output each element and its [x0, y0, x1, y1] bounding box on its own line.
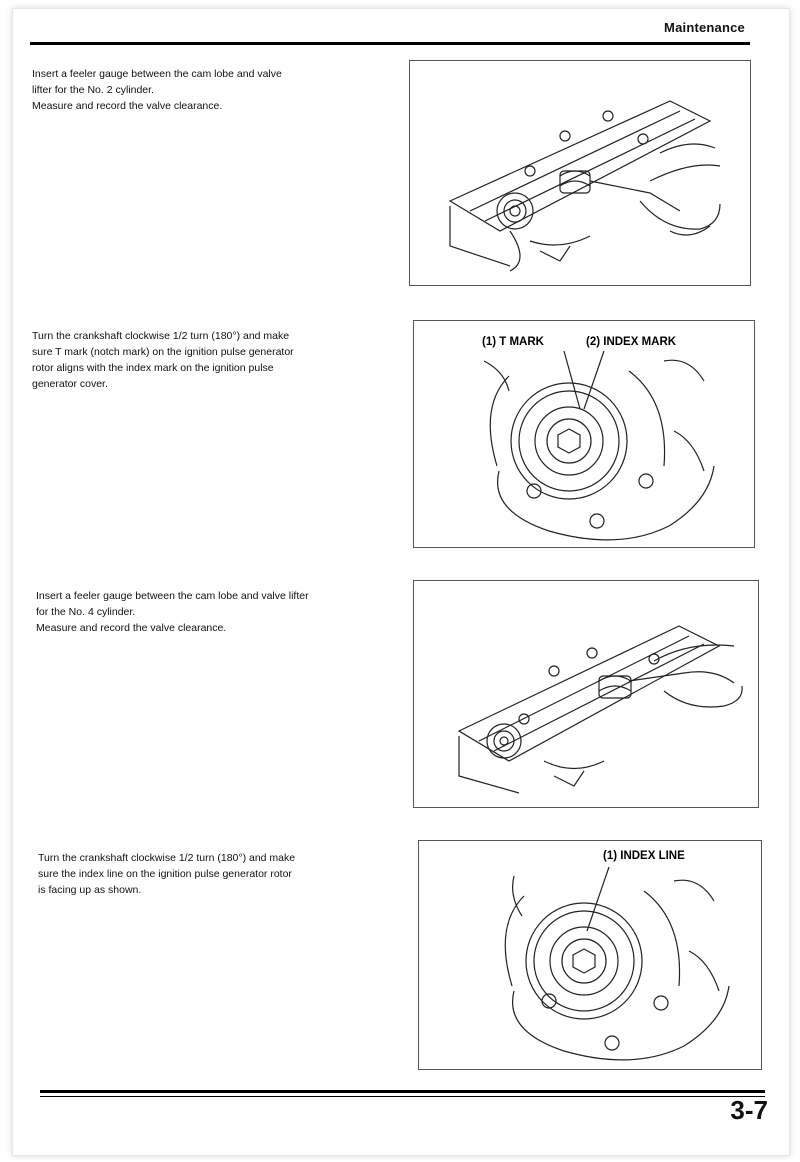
figure-index-line: (1) INDEX LINE — [418, 840, 762, 1070]
header-rule — [30, 42, 750, 45]
step-2-text: Turn the crankshaft clockwise 1/2 turn (… — [32, 330, 294, 390]
camshaft-feeler-illustration — [448, 100, 721, 272]
step-3-text: Insert a feeler gauge between the cam lo… — [36, 590, 309, 634]
figure-cam-feeler-no4 — [413, 580, 759, 808]
step-1-text: Insert a feeler gauge between the cam lo… — [32, 68, 282, 112]
section-title: Maintenance — [664, 20, 745, 35]
camshaft-feeler-no4-illustration — [457, 625, 743, 794]
page-number: 3-7 — [730, 1095, 768, 1125]
figure-cam-feeler-no2 — [409, 60, 751, 286]
index-mark-label: (2) INDEX MARK — [586, 336, 677, 348]
footer-rule-thin — [40, 1096, 765, 1097]
t-mark-label: (1) T MARK — [482, 336, 545, 348]
footer-rule — [40, 1090, 765, 1093]
step-4-text: Turn the crankshaft clockwise 1/2 turn (… — [38, 852, 296, 896]
ignition-rotor-t-mark-illustration: (1) T MARK (2) INDEX MARK — [482, 336, 715, 541]
figure-t-mark: (1) T MARK (2) INDEX MARK — [413, 320, 755, 548]
ignition-rotor-index-line-illustration: (1) INDEX LINE — [504, 850, 730, 1061]
index-line-label: (1) INDEX LINE — [603, 850, 685, 862]
